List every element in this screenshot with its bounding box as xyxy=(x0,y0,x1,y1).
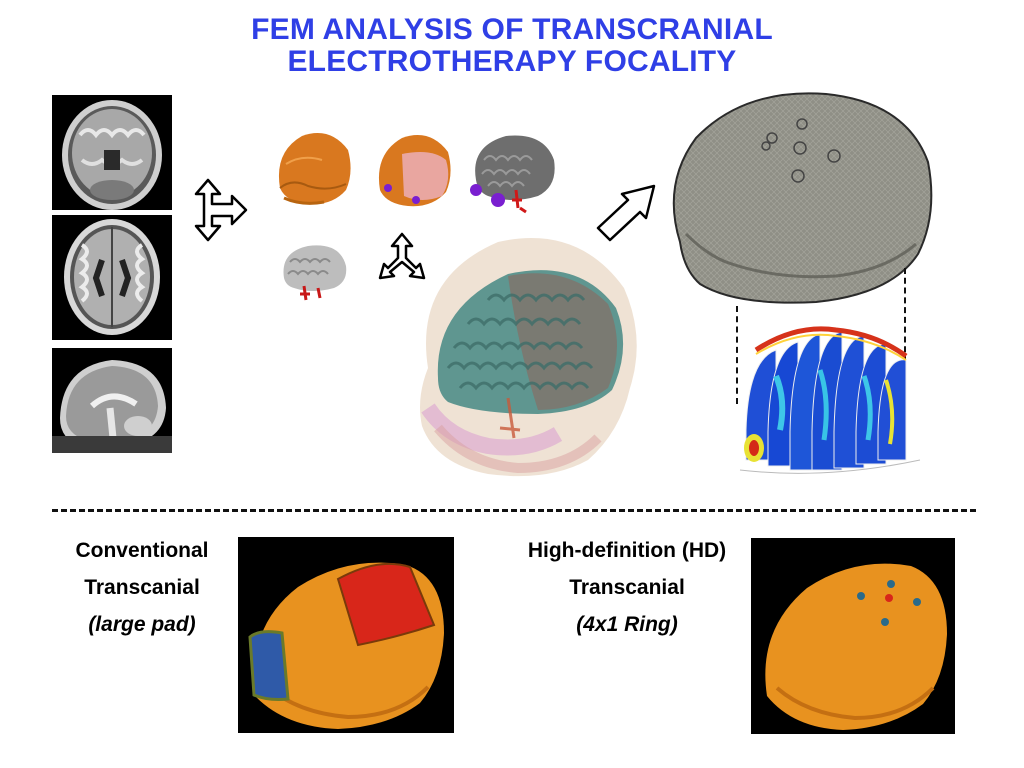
connector-line-right xyxy=(904,268,906,362)
composite-head-model xyxy=(408,228,648,484)
mri-coronal-image xyxy=(52,95,172,210)
page-title: FEM ANALYSIS OF TRANSCRANIAL ELECTROTHER… xyxy=(0,14,1024,78)
title-line-1: FEM ANALYSIS OF TRANSCRANIAL xyxy=(251,13,773,46)
caption-hd-line-1: High-definition (HD) xyxy=(527,539,727,562)
caption-hd-line-2: Transcanial xyxy=(569,576,685,599)
caption-conventional-line-1: Conventional xyxy=(75,539,209,562)
caption-high-definition: High-definition (HD) Transcanial (4x1 Ri… xyxy=(502,532,752,643)
caption-hd-line-3: (4x1 Ring) xyxy=(576,613,678,636)
mri-axial-image xyxy=(52,215,172,340)
arrow-up-right-icon xyxy=(594,182,658,242)
white-matter-model xyxy=(278,242,350,304)
triple-arrow-icon xyxy=(374,232,430,284)
caption-conventional-line-2: Transcanial xyxy=(84,576,200,599)
caption-conventional: Conventional Transcanial (large pad) xyxy=(52,532,232,643)
large-pad-montage-image xyxy=(238,537,454,733)
section-divider xyxy=(52,509,976,512)
scalp-segmentation-model xyxy=(272,128,354,210)
current-density-slices xyxy=(736,320,924,476)
finite-element-mesh-head xyxy=(666,84,938,308)
cortex-segmentation-model xyxy=(466,130,558,216)
caption-conventional-line-3: (large pad) xyxy=(88,613,196,636)
double-arrow-right-icon xyxy=(192,178,248,242)
skull-segmentation-model xyxy=(372,130,454,212)
hd-ring-montage-image xyxy=(751,538,955,734)
mri-sagittal-image xyxy=(52,348,172,453)
title-line-2: ELECTROTHERAPY FOCALITY xyxy=(287,45,737,78)
connector-line-left xyxy=(736,306,738,404)
